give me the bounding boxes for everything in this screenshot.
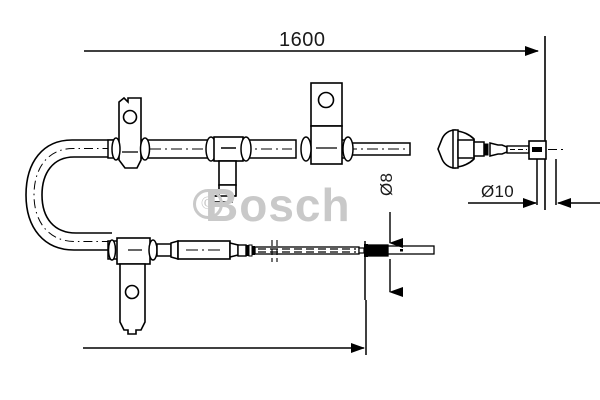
copyright-icon: © (193, 189, 223, 219)
collar-right-1 (300, 136, 312, 162)
bracket-upper-left-body (118, 96, 142, 169)
end-fitting-nipple (489, 142, 508, 157)
rubber-boot (437, 129, 475, 169)
u-bend-inner-wall (41, 156, 130, 234)
mounting-bracket-lower (116, 237, 158, 335)
cable-rod-body (254, 246, 360, 255)
cable-rod-taper (358, 247, 365, 254)
dimension-diameter-8 (364, 212, 403, 300)
collar-mid-2 (240, 136, 252, 162)
cable-end-tail (387, 245, 435, 255)
sleeve-section-1 (156, 243, 172, 257)
threaded-end-fitting (473, 141, 530, 157)
bracket-upper-left-hole (122, 109, 138, 125)
bracket-lower-body (116, 237, 151, 265)
upper-tube-segments (107, 139, 411, 159)
sleeve-band-2 (248, 244, 253, 257)
lower-cable-rod (254, 240, 435, 262)
lower-collar-2 (148, 239, 158, 261)
collar-left-1 (111, 137, 121, 161)
cable-end-block (367, 244, 389, 257)
sleeve-band-3 (252, 246, 255, 255)
bracket-upper-right-body (310, 125, 343, 165)
cable-sleeve (156, 240, 255, 260)
bosch-watermark: Bosch (205, 179, 351, 231)
lower-cable-assembly (107, 237, 435, 335)
mounting-bracket-upper-left (111, 96, 151, 169)
sleeve-taper (170, 240, 179, 260)
dimension-label-overall-length: 1600 (279, 29, 326, 51)
dimension-label-diameter-8: Ø8 (377, 172, 396, 196)
dimension-lower-run (83, 300, 367, 355)
bracket-lower-hole (124, 284, 140, 300)
collar-right-2 (342, 136, 354, 162)
u-bend-centerline (33, 148, 130, 242)
sleeve-band-1 (246, 245, 249, 256)
terminal-plate (528, 140, 566, 205)
boot-cone-left (437, 129, 456, 169)
t-junction-body (213, 136, 244, 162)
end-fitting-ring-1 (483, 143, 489, 156)
u-bend-outer-wall (25, 139, 130, 251)
mounting-bracket-upper-right (300, 82, 354, 165)
sleeve-taper-2 (229, 242, 239, 258)
boot-neck (457, 139, 475, 159)
bracket-upper-right-hole (317, 91, 335, 109)
sleeve-section-3 (237, 244, 247, 257)
upper-cable-assembly (25, 82, 566, 251)
end-fitting-collar (473, 141, 485, 157)
cable-stop-ring (364, 244, 368, 257)
dimension-overall-length (84, 36, 546, 210)
cable-end-dot (400, 249, 403, 252)
tube-segment-5 (351, 142, 411, 156)
lower-collar-1 (107, 239, 117, 261)
dimension-label-diameter-10: Ø10 (481, 182, 515, 201)
terminal-plate-slot (532, 147, 542, 152)
collar-left-2 (139, 137, 151, 161)
